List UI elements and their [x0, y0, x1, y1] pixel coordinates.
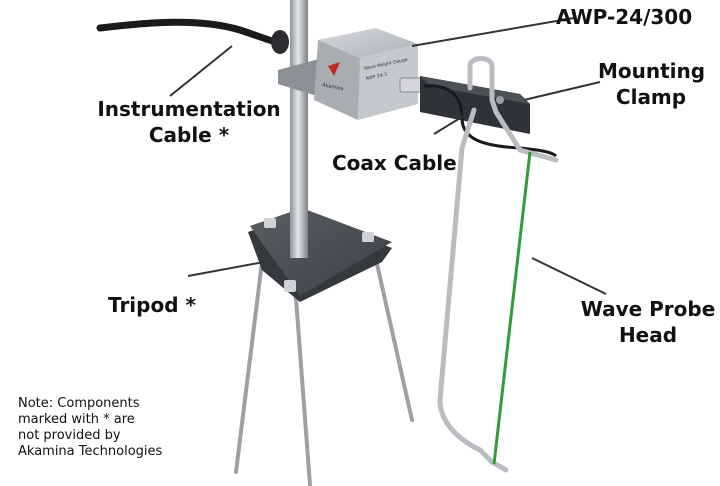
note-line-1: Note: Components: [18, 396, 140, 411]
cable-connector: [271, 30, 289, 54]
tripod-plate: [248, 208, 392, 302]
label-wave-probe-head: Wave Probe Head: [580, 296, 716, 348]
instrumentation-cable-line-1: Instrumentation: [97, 97, 281, 121]
mounting-clamp: [420, 76, 530, 134]
probe-wire: [492, 151, 532, 465]
awp-model-text: AWP-24/300: [556, 5, 693, 29]
label-mounting-clamp: Mounting Clamp: [598, 58, 706, 110]
label-instrumentation-cable: Instrumentation Cable *: [96, 96, 282, 148]
note-line-2: marked with * are: [18, 412, 135, 427]
wave-probe-line-1: Wave Probe: [580, 297, 716, 321]
leader-lines: [169, 17, 607, 295]
components-note: Note: Components marked with * are not p…: [18, 396, 162, 460]
label-coax-cable: Coax Cable: [332, 150, 457, 176]
instrumentation-cable-line-2: Cable *: [148, 123, 230, 147]
tripod-text: Tripod *: [108, 293, 196, 317]
mounting-clamp-line-1: Mounting: [598, 59, 706, 83]
coax-cable-text: Coax Cable: [332, 151, 457, 175]
wave-probe-frame: [437, 56, 559, 473]
label-awp-model: AWP-24/300: [556, 4, 692, 30]
device-marking-1: Akamina: [322, 82, 345, 92]
wave-probe-line-2: Head: [618, 323, 678, 347]
tripod-legs: [234, 253, 414, 486]
device-marking-3: AWP-24-3: [365, 72, 388, 82]
note-line-3: not provided by: [18, 428, 121, 443]
label-tripod: Tripod *: [108, 292, 196, 318]
gauge-box: Akamina Wave Height Gauge AWP-24-3: [314, 28, 425, 120]
vertical-rod: [290, 0, 308, 258]
coax-cable: [423, 84, 558, 158]
mounting-clamp-line-2: Clamp: [615, 85, 687, 109]
instrumentation-cable: [96, 18, 280, 46]
note-line-4: Akamina Technologies: [18, 444, 163, 459]
